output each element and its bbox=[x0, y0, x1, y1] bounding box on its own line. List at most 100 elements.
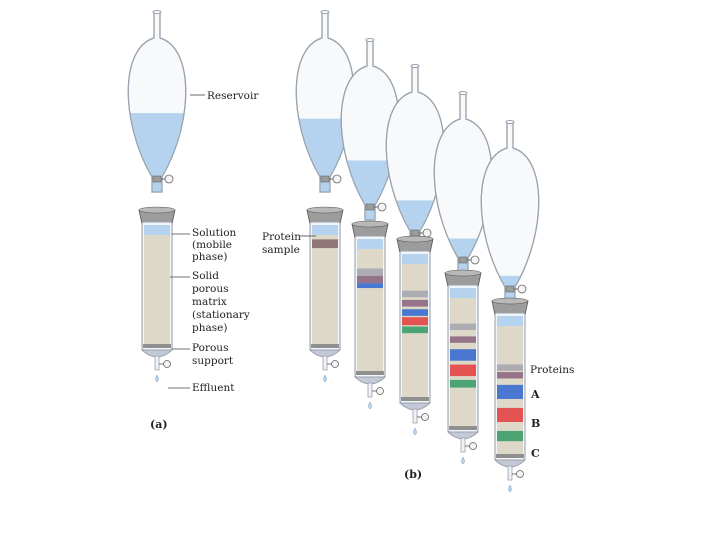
matrix-label-3: matrix bbox=[192, 296, 227, 308]
column-stopper-top bbox=[351, 220, 389, 228]
reservoir-outline bbox=[127, 11, 187, 193]
outlet-stopcock bbox=[469, 442, 477, 450]
protein-band bbox=[497, 372, 523, 379]
label-layer: Reservoir Solution (mobile phase) Solid … bbox=[150, 90, 574, 481]
stopcock-body bbox=[505, 285, 515, 293]
stationary-matrix bbox=[357, 249, 383, 371]
sample-label-1: Protein bbox=[262, 231, 301, 243]
column-stopper-top bbox=[306, 206, 344, 214]
outlet-tube bbox=[367, 382, 373, 398]
porous-support bbox=[143, 344, 171, 348]
solution-label-3: phase) bbox=[192, 251, 227, 263]
apparatus-b-5 bbox=[480, 120, 540, 493]
outlet-stopcock bbox=[331, 360, 339, 368]
matrix-label-1: Solid bbox=[192, 270, 219, 282]
protein-band bbox=[450, 336, 476, 343]
reservoir-top-opening bbox=[410, 64, 420, 68]
stopcock-handle bbox=[377, 202, 387, 212]
panel-a-label: (a) bbox=[150, 418, 168, 431]
protein-c-label: C bbox=[531, 447, 540, 460]
mobile-phase bbox=[144, 225, 170, 235]
protein-b-band bbox=[402, 317, 428, 326]
effluent-drop bbox=[461, 456, 465, 465]
panel-b-label: (b) bbox=[404, 468, 422, 481]
outlet-stopcock bbox=[163, 360, 171, 368]
reservoir-top-opening bbox=[365, 38, 375, 42]
stationary-matrix bbox=[144, 235, 170, 344]
protein-b-band bbox=[450, 364, 476, 377]
protein-a-band bbox=[357, 283, 383, 289]
apparatus-a bbox=[127, 10, 187, 383]
support-label-1: Porous bbox=[192, 342, 228, 354]
column-stopper-top bbox=[396, 235, 434, 243]
protein-a-band bbox=[402, 309, 428, 316]
stopcock-body bbox=[152, 175, 162, 183]
reservoir-label: Reservoir bbox=[207, 90, 259, 102]
reservoir-liquid bbox=[128, 113, 186, 192]
matrix-label-4: (stationary bbox=[192, 309, 250, 321]
effluent-drop bbox=[155, 374, 159, 383]
apparatus-layer bbox=[127, 10, 540, 493]
stopcock-body bbox=[458, 256, 468, 264]
stopcock-handle bbox=[517, 284, 527, 294]
reservoir-outline bbox=[295, 11, 355, 193]
mobile-phase bbox=[312, 225, 338, 235]
column-stopper-top bbox=[444, 269, 482, 277]
protein-sample-band bbox=[312, 239, 338, 249]
stationary-matrix bbox=[312, 235, 338, 344]
solution-label-2: (mobile bbox=[192, 239, 232, 251]
reservoir-top-opening bbox=[458, 91, 468, 95]
porous-support bbox=[356, 371, 384, 375]
protein-a-band bbox=[497, 384, 523, 399]
stopcock-handle bbox=[164, 174, 174, 184]
effluent-drop bbox=[508, 484, 512, 493]
reservoir-top-opening bbox=[505, 120, 515, 124]
column-stopper-top bbox=[491, 297, 529, 305]
apparatus-b-1 bbox=[295, 10, 355, 383]
stopcock-body bbox=[365, 203, 375, 211]
porous-support bbox=[496, 454, 524, 458]
outlet-stopcock bbox=[516, 470, 524, 478]
protein-band bbox=[402, 299, 428, 307]
stationary-matrix bbox=[450, 298, 476, 426]
apparatus-b-2 bbox=[340, 38, 400, 410]
porous-support bbox=[449, 426, 477, 430]
mobile-phase bbox=[450, 288, 476, 298]
mobile-phase bbox=[402, 254, 428, 264]
outlet-tube bbox=[154, 355, 160, 371]
stopcock-body bbox=[410, 229, 420, 237]
protein-band bbox=[357, 268, 383, 276]
protein-c-band bbox=[450, 379, 476, 388]
protein-c-band bbox=[402, 326, 428, 334]
outlet-stopcock bbox=[376, 387, 384, 395]
support-label-2: support bbox=[192, 355, 234, 367]
porous-support bbox=[401, 397, 429, 401]
protein-band bbox=[497, 364, 523, 371]
solution-label-1: Solution bbox=[192, 227, 237, 239]
effluent-drop bbox=[413, 427, 417, 436]
protein-a-band bbox=[450, 349, 476, 361]
effluent-drop bbox=[323, 374, 327, 383]
effluent-label: Effluent bbox=[192, 382, 235, 394]
mobile-phase bbox=[357, 239, 383, 249]
outlet-tube bbox=[460, 437, 466, 453]
outlet-tube bbox=[507, 465, 513, 481]
protein-band bbox=[402, 290, 428, 298]
protein-b-band bbox=[497, 407, 523, 422]
mobile-phase bbox=[497, 316, 523, 326]
protein-band bbox=[450, 323, 476, 330]
apparatus-b-3 bbox=[385, 64, 445, 436]
matrix-label-5: phase) bbox=[192, 322, 227, 334]
stopcock-body bbox=[320, 175, 330, 183]
protein-b-label: B bbox=[531, 417, 540, 430]
reservoir-top-opening bbox=[320, 10, 330, 14]
stopcock-handle bbox=[422, 228, 432, 238]
effluent-drop bbox=[368, 401, 372, 410]
proteins-heading: Proteins bbox=[530, 364, 574, 376]
apparatus-b-4 bbox=[433, 91, 493, 465]
column-stopper-top bbox=[138, 206, 176, 214]
outlet-tube bbox=[412, 408, 418, 424]
stopcock-handle bbox=[470, 255, 480, 265]
reservoir-funnel bbox=[480, 121, 540, 303]
